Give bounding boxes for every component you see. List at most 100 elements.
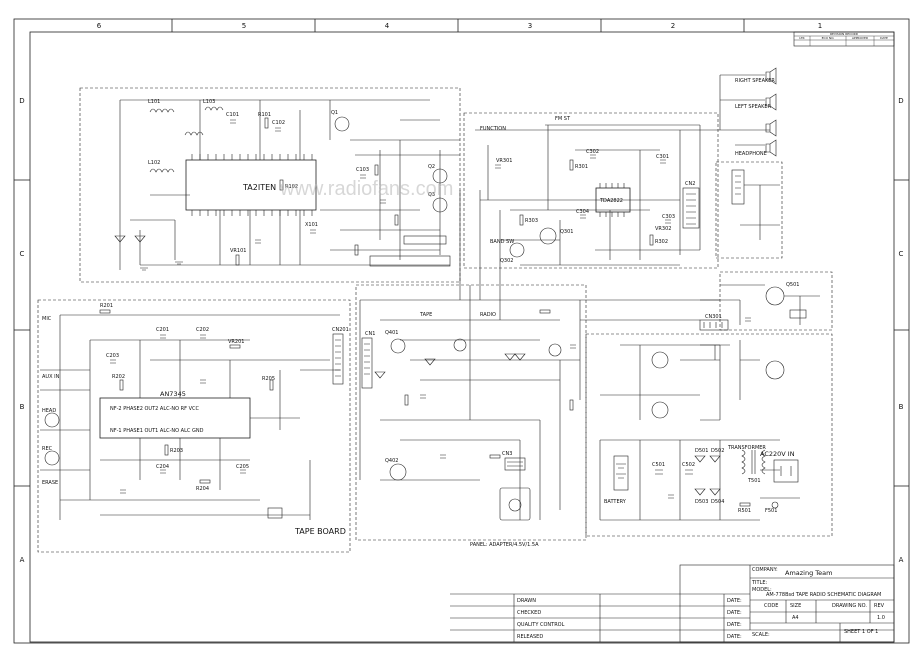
tb-row-label: QUALITY CONTROL <box>517 622 565 628</box>
speaker-label: LEFT SPEAKER <box>735 104 772 110</box>
amp-ic <box>595 187 631 213</box>
transistor-q501 <box>765 286 785 306</box>
jack-label: ERASE <box>42 480 58 486</box>
transformer-label: TRANSFORMER <box>727 445 766 451</box>
tuner-ic-label: TA2ITEN <box>242 183 276 192</box>
switch-label: FUNCTION <box>480 126 506 132</box>
part-label: C204 <box>156 464 169 470</box>
transistor-q1 <box>334 116 350 132</box>
connector-label: CN3 <box>502 451 512 457</box>
switch-label: RADIO <box>480 312 496 318</box>
switch-section <box>359 190 720 521</box>
transistor-label: Q301 <box>560 229 573 235</box>
row-marker: D <box>19 97 24 105</box>
tape-head-icon <box>44 450 60 466</box>
connector-label: CN201 <box>332 327 349 333</box>
row-marker: C <box>899 250 904 258</box>
tuner-coil <box>149 168 175 173</box>
revision-header: APPROVED <box>852 36 869 40</box>
part-label: R303 <box>525 218 538 224</box>
model-label: MODEL: <box>752 587 772 593</box>
part-label: R201 <box>100 303 113 309</box>
row-marker: A <box>20 556 25 564</box>
part-label: C304 <box>576 209 589 215</box>
part-label: VR201 <box>228 339 244 345</box>
tb-row-label: RELEASED <box>517 634 543 640</box>
drawing-title: AM-778Bsd TAPE RADIO SCHEMATIC DIAGRAM <box>766 592 881 598</box>
part-label: C502 <box>682 462 695 468</box>
transistor-label: Q2 <box>428 164 435 170</box>
switch-label: FM ST <box>555 116 571 122</box>
tb-row-date: DATE: <box>727 634 742 640</box>
part-label: L101 <box>148 99 160 105</box>
transistor-q3 <box>432 197 448 213</box>
power-transistor <box>651 401 669 419</box>
column-marker: 3 <box>528 22 532 30</box>
power-section <box>599 340 800 521</box>
part-label: R205 <box>262 376 275 382</box>
headphone-label: HEADPHONE <box>735 151 767 157</box>
connector-label: CN1 <box>365 331 375 337</box>
tape-section <box>40 309 344 520</box>
part-label: R301 <box>575 164 588 170</box>
tape-block-outline <box>37 299 351 553</box>
part-label: C301 <box>656 154 669 160</box>
sheet-label: SHEET <box>844 629 861 635</box>
power-block-outline <box>585 333 833 537</box>
column-marker: 5 <box>242 22 246 30</box>
switch-label: TAPE <box>419 312 432 318</box>
row-marker: D <box>898 97 903 105</box>
tb-row-label: DRAWN <box>517 598 536 604</box>
tuner-ic <box>185 159 317 211</box>
drawing-no-label: DRAWING NO. <box>832 603 867 609</box>
connector-label: CN2 <box>685 181 695 187</box>
tb-row-date: DATE: <box>727 598 742 604</box>
function-block-outline <box>719 271 833 331</box>
tuner-section <box>114 99 460 271</box>
battery <box>613 455 629 491</box>
title-label: TITLE: <box>751 580 768 586</box>
watermark: www.radiofans.com <box>279 178 453 200</box>
revision-header: ECO NO. <box>822 36 835 40</box>
headphone-jack <box>765 139 777 157</box>
speaker-center <box>765 119 777 137</box>
transistor-label: Q401 <box>385 330 398 336</box>
rev-value: 1.0 <box>877 615 885 621</box>
tape-ic-label: AN7345 <box>160 390 186 398</box>
part-label: F501 <box>765 508 777 514</box>
part-label: C203 <box>106 353 119 359</box>
column-marker: 1 <box>818 22 822 30</box>
part-label: R102 <box>285 184 298 190</box>
part-label: R202 <box>112 374 125 380</box>
function-section <box>699 284 820 360</box>
transistor-label: Q402 <box>385 458 398 464</box>
speaker-right <box>765 67 777 85</box>
block-outlines <box>37 87 833 553</box>
motor <box>499 487 531 521</box>
row-marker: C <box>20 250 25 258</box>
part-label: R101 <box>258 112 271 118</box>
power-note: PANEL: ADAPTER/4.5V/1.5A <box>470 542 539 548</box>
jack-label: MIC <box>42 316 52 322</box>
tape-head-icon <box>44 412 60 428</box>
part-label: R501 <box>738 508 751 514</box>
switch-block-outline <box>355 284 587 541</box>
part-label: R203 <box>170 448 183 454</box>
title-block <box>450 564 895 643</box>
transistor-label: Q501 <box>786 282 799 288</box>
revision-header: LTR <box>799 36 804 40</box>
tuner-coil <box>149 108 175 113</box>
tape-board-label: TAPE BOARD <box>294 527 346 536</box>
size-label: SIZE <box>790 603 801 609</box>
part-label: VR301 <box>496 158 512 164</box>
revision-title: REVISION RECORD <box>830 32 859 36</box>
rev-label: REV <box>874 603 885 609</box>
battery-label: BATTERY <box>604 499 627 505</box>
varactor-diode <box>114 235 126 243</box>
code-label: CODE <box>764 603 778 609</box>
transistor-q2 <box>432 168 448 184</box>
row-marker: B <box>20 403 25 411</box>
part-label: T501 <box>747 478 761 484</box>
size-value: A4 <box>792 615 799 621</box>
row-marker: B <box>899 403 904 411</box>
